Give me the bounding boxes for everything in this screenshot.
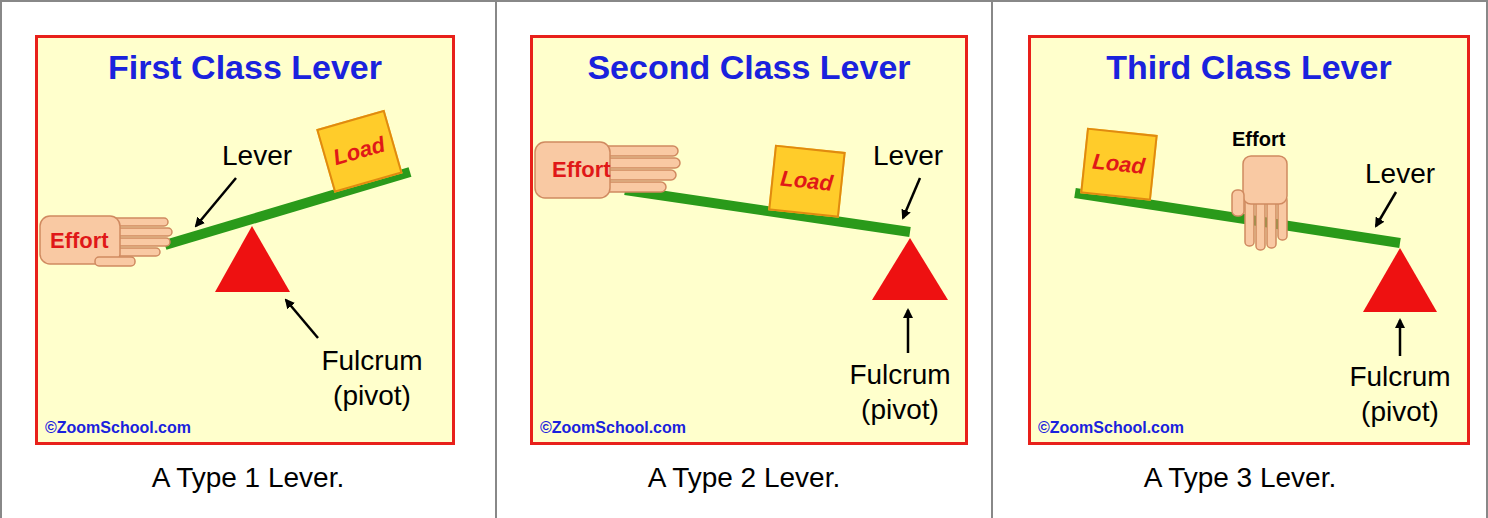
panel-title: Third Class Lever xyxy=(1031,48,1467,87)
part-label: Lever xyxy=(1365,158,1435,190)
copyright-note: ©ZoomSchool.com xyxy=(540,419,686,437)
part-label: Lever xyxy=(873,140,943,172)
load-box: Load xyxy=(316,110,402,193)
load-text: Load xyxy=(779,166,834,197)
effort-label: Effort xyxy=(552,157,611,183)
panel-title: First Class Lever xyxy=(38,48,452,87)
caption: A Type 2 Lever. xyxy=(648,462,841,494)
part-label: Lever xyxy=(222,140,292,172)
fulcrum-label: Fulcrum (pivot) xyxy=(321,343,422,413)
load-text: Load xyxy=(1091,149,1146,180)
copyright-note: ©ZoomSchool.com xyxy=(45,419,191,437)
copyright-note: ©ZoomSchool.com xyxy=(1038,419,1184,437)
effort-label: Effort xyxy=(50,228,109,254)
caption: A Type 3 Lever. xyxy=(1144,462,1337,494)
load-box: Load xyxy=(1080,128,1157,201)
caption: A Type 1 Lever. xyxy=(152,462,345,494)
panel-title: Second Class Lever xyxy=(533,48,965,87)
load-text: Load xyxy=(330,132,388,171)
fulcrum-label: Fulcrum (pivot) xyxy=(1349,359,1450,429)
effort-label: Effort xyxy=(1232,128,1285,151)
load-box: Load xyxy=(768,145,845,218)
fulcrum-label: Fulcrum (pivot) xyxy=(849,357,950,427)
